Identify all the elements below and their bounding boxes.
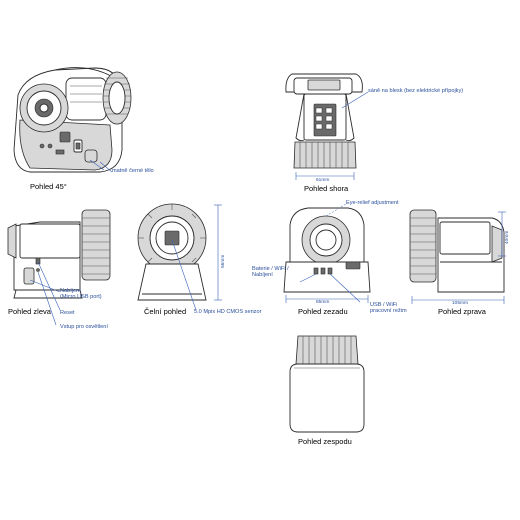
dimension-right-width: 105mm (452, 301, 468, 306)
view-title-left: Pohled zleva (8, 307, 51, 316)
callout-matte-body: matně černé tělo (112, 168, 154, 174)
view-title-rear: Pohled zezadu (298, 307, 348, 316)
callout-battery-line1: Baterie / WiFi / (252, 266, 289, 272)
front-view-drawing (137, 203, 222, 311)
right-view-drawing (409, 209, 506, 304)
callout-charging-line2: (Micro USB port) (60, 294, 102, 301)
dimension-front-height: 56mm (221, 254, 226, 268)
callout-flash-shoe: sáně na blesk (bez elektrické přípojky) (368, 88, 464, 94)
callout-battery: Baterie / WiFi / Nabíjení (252, 266, 289, 279)
callout-usb: USB / WiFi pracovní režim (370, 302, 407, 315)
callout-charging: Nabíjení (Micro USB port) (60, 288, 102, 301)
left-view-drawing (7, 209, 111, 326)
view-title-bottom: Pohled zespodu (298, 437, 352, 446)
top-view-drawing (285, 73, 369, 180)
callout-illumination-input: Vstup pro osvětlení (60, 324, 108, 330)
view-title-angle45: Pohled 45° (30, 182, 67, 191)
bottom-view-drawing (289, 335, 365, 433)
rear-view-drawing (283, 203, 371, 303)
callout-reset: Reset (60, 310, 75, 316)
dimension-rear-width: 85mm (316, 300, 330, 305)
view-title-front: Čelní pohled (144, 307, 187, 316)
callout-charging-line1: Nabíjení (60, 288, 81, 294)
callout-usb-line2: pracovní režim (370, 308, 407, 315)
view-title-right: Pohled zprava (438, 307, 486, 316)
callout-eye-relief: Eye-relief adjustment (346, 200, 399, 206)
angle45-view-drawing (13, 67, 132, 173)
view-title-top: Pohled shora (304, 184, 349, 193)
dimension-top-width: 61mm (316, 178, 330, 183)
callout-sensor: 5.0 Mpix HD CMOS senzor (194, 309, 262, 315)
dimension-right-height: 40mm (505, 230, 510, 244)
callout-usb-line1: USB / WiFi (370, 302, 398, 308)
callout-battery-line2: Nabíjení (252, 272, 273, 279)
